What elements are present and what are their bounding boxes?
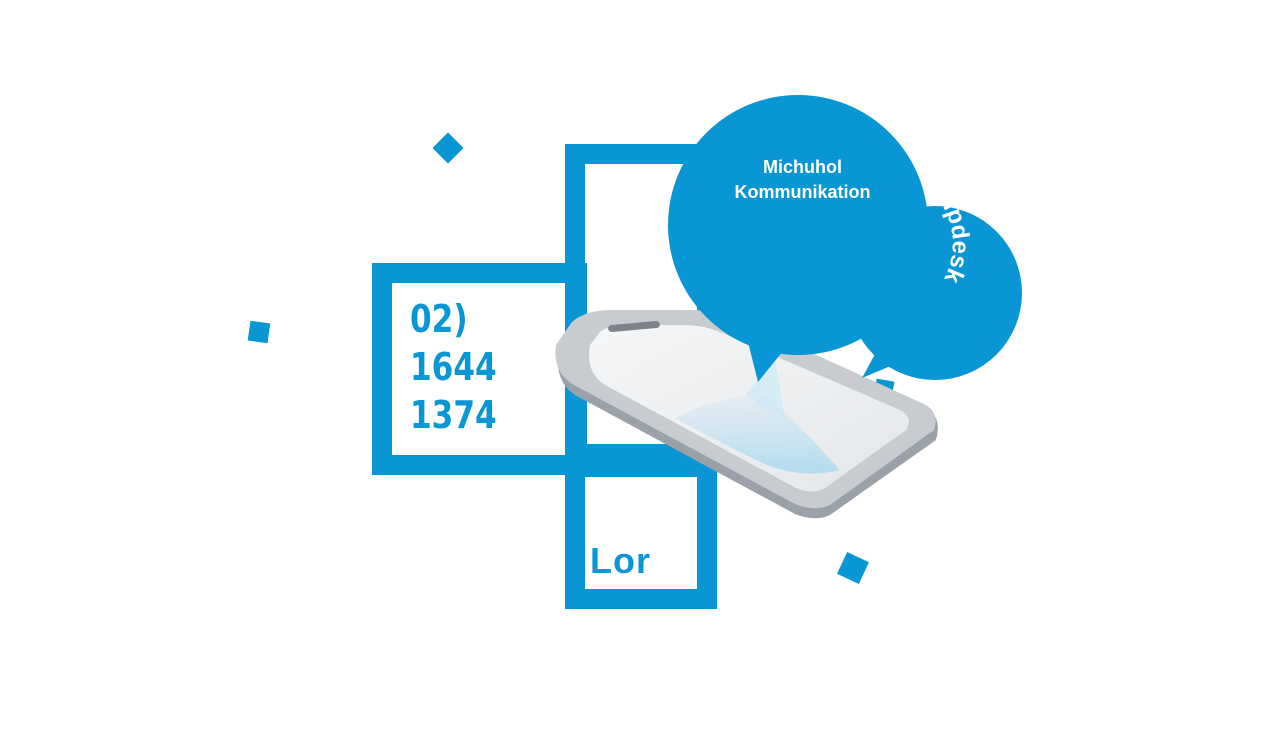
phone-line-3: 1374	[410, 393, 497, 437]
phone-line-2: 1644	[410, 345, 497, 389]
phone-line-1: 02)	[410, 297, 468, 341]
phone-number: 02) 1644 1374	[410, 295, 497, 439]
bubble-title-line-1: Michuhol	[763, 157, 842, 177]
lor-label: Lor	[590, 540, 651, 581]
lor-frame	[565, 457, 717, 609]
bubble-title: Michuhol Kommunikation	[690, 155, 915, 205]
bubble-title-line-2: Kommunikation	[734, 182, 871, 202]
